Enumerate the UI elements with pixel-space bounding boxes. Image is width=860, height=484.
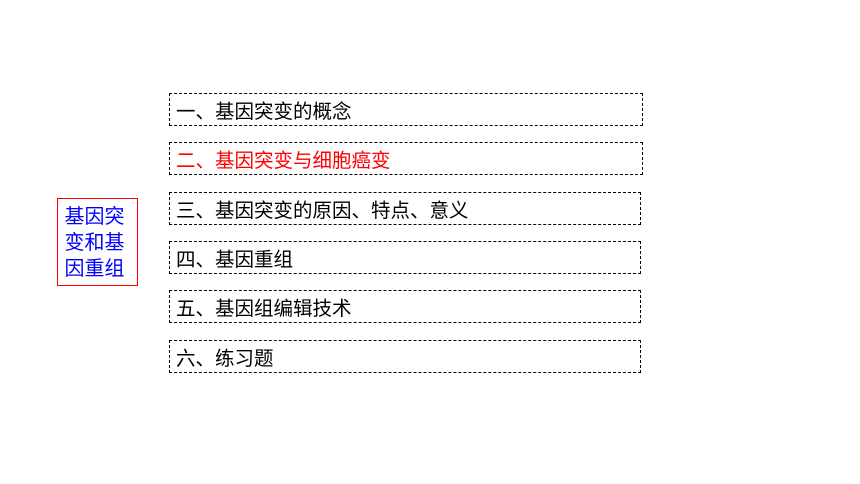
outline-item-label: 一、基因突变的概念 <box>176 100 352 123</box>
outline-item-1[interactable]: 一、基因突变的概念 <box>169 93 643 126</box>
chapter-title-box: 基因突变和基因重组 <box>57 198 138 286</box>
chapter-title: 基因突变和基因重组 <box>64 204 125 280</box>
outline-item-label: 四、基因重组 <box>176 248 294 271</box>
outline-item-6[interactable]: 六、练习题 <box>169 340 641 373</box>
outline-item-label: 六、练习题 <box>176 347 274 370</box>
outline-item-3[interactable]: 三、基因突变的原因、特点、意义 <box>169 192 641 225</box>
outline-item-5[interactable]: 五、基因组编辑技术 <box>169 290 641 323</box>
outline-item-label: 五、基因组编辑技术 <box>176 297 352 320</box>
outline-item-4[interactable]: 四、基因重组 <box>169 241 641 274</box>
outline-item-2[interactable]: 二、基因突变与细胞癌变 <box>169 142 643 175</box>
outline-item-label: 三、基因突变的原因、特点、意义 <box>176 199 469 222</box>
outline-item-label: 二、基因突变与细胞癌变 <box>176 149 391 172</box>
